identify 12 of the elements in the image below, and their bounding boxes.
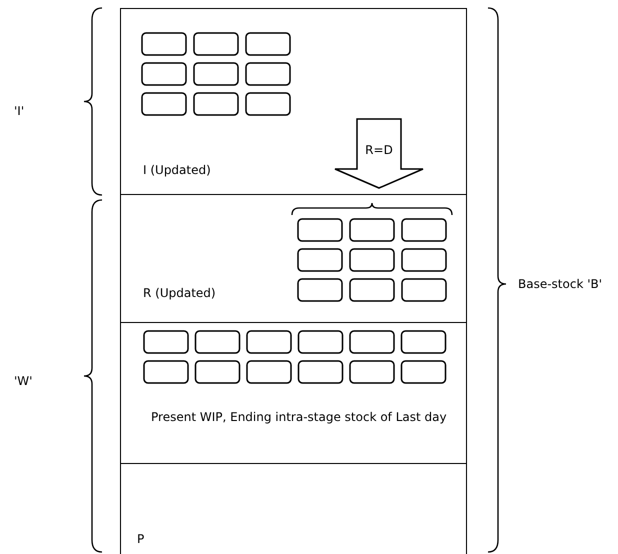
stock-band [120, 463, 467, 554]
brace-label: 'W' [14, 373, 32, 390]
band-label: P [137, 531, 146, 548]
stock-band [120, 8, 467, 196]
band-label: Present WIP, Ending intra-stage stock of Last day [151, 409, 448, 426]
band-label: R (Updated) [143, 285, 217, 302]
band-label: I (Updated) [143, 162, 212, 179]
brace-label: 'I' [14, 103, 24, 120]
arrow-label: R=D [364, 142, 394, 159]
brace-label: Base-stock 'B' [518, 276, 602, 293]
stock-band [120, 194, 467, 324]
stock-band [120, 322, 467, 465]
